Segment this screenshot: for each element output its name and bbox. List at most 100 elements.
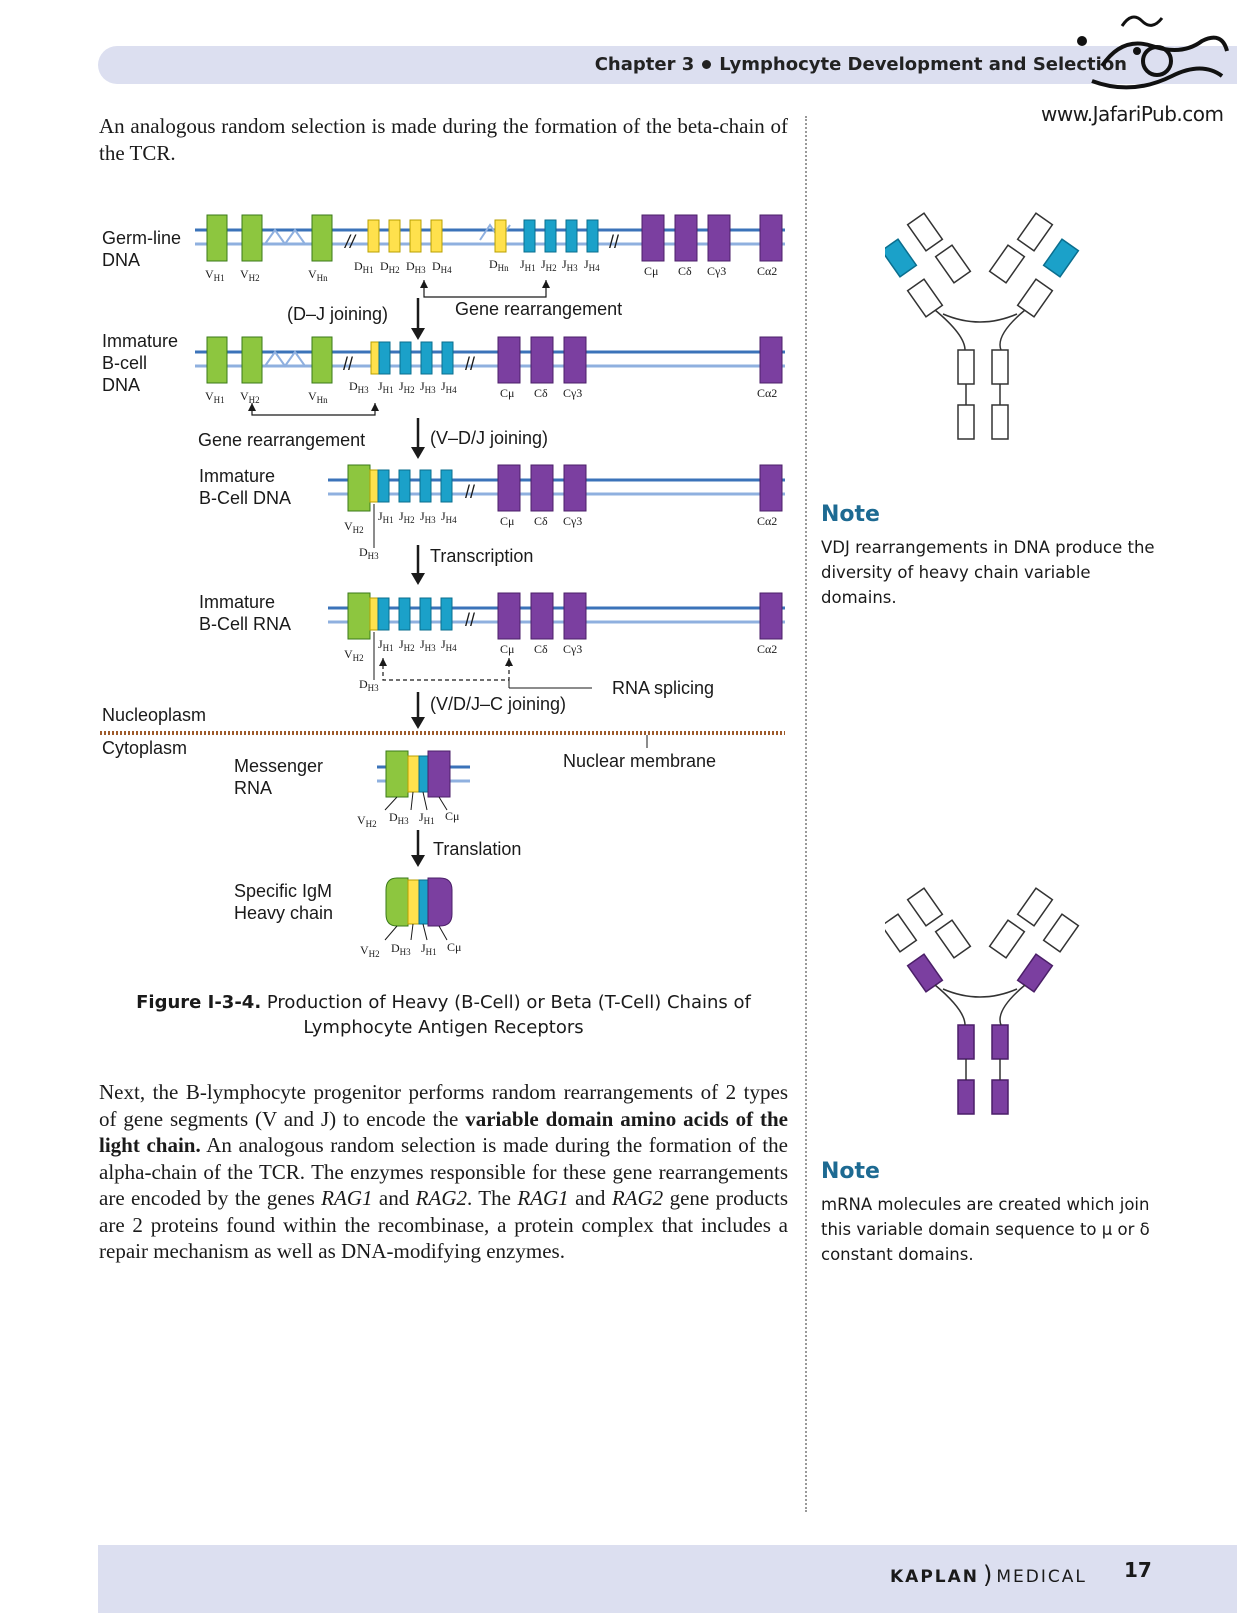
gene-rearrangement-label-1: Gene rearrangement xyxy=(455,299,622,319)
running-header: Chapter 3 Lymphocyte Development and Sele… xyxy=(98,46,1237,84)
figure-caption-text: Production of Heavy (B-Cell) or Beta (T-… xyxy=(261,992,751,1038)
chapter-title: Lymphocyte Development and Selection xyxy=(719,54,1127,75)
svg-text:JH2: JH2 xyxy=(541,257,557,273)
svg-text:Cμ: Cμ xyxy=(500,386,514,400)
svg-text:DH3: DH3 xyxy=(391,941,411,957)
svg-text:DH3: DH3 xyxy=(406,259,426,275)
svg-text:JH3: JH3 xyxy=(562,257,578,273)
svg-text://: // xyxy=(465,354,475,374)
note-1-text: VDJ rearrangements in DNA produce the di… xyxy=(821,538,1155,607)
svg-text:Immature: Immature xyxy=(199,592,275,612)
note-2-title: Note xyxy=(821,1159,880,1184)
svg-text://: // xyxy=(465,482,475,502)
svg-text:JH3: JH3 xyxy=(420,509,436,525)
svg-text:DH3: DH3 xyxy=(349,379,369,395)
gene-rearrangement-label-2: Gene rearrangement xyxy=(198,430,365,450)
figure-number: Figure I-3-4. xyxy=(136,992,262,1013)
svg-text:VH1: VH1 xyxy=(205,389,225,405)
svg-text:Cδ: Cδ xyxy=(534,386,548,400)
svg-text:VH2: VH2 xyxy=(360,943,380,959)
svg-text:DH4: DH4 xyxy=(432,259,452,275)
svg-text://: // xyxy=(343,354,353,374)
svg-text:Cγ3: Cγ3 xyxy=(563,386,582,400)
dj-joining-label: (D–J joining) xyxy=(287,304,388,324)
svg-text:B-Cell RNA: B-Cell RNA xyxy=(199,614,291,634)
antibody-diagram-variable-icon xyxy=(885,212,1080,440)
immature-bcell-dna2-row: // Immature B-Cell DNA VH2 DH3 JH1 JH2 J… xyxy=(199,464,785,561)
svg-text:DNA: DNA xyxy=(102,375,140,395)
nucleoplasm-label: Nucleoplasm xyxy=(102,705,206,725)
svg-text:Cδ: Cδ xyxy=(534,642,548,656)
svg-text:B-cell: B-cell xyxy=(102,353,147,373)
column-divider xyxy=(805,116,807,1512)
svg-text:JH2: JH2 xyxy=(399,379,415,395)
antibody-diagram-constant-icon xyxy=(885,887,1080,1115)
svg-text:JH1: JH1 xyxy=(421,941,437,957)
svg-text:JH1: JH1 xyxy=(520,257,536,273)
svg-text://: // xyxy=(609,232,619,252)
svg-text:Cμ: Cμ xyxy=(445,809,459,823)
svg-text:JH3: JH3 xyxy=(420,379,436,395)
svg-text:DH3: DH3 xyxy=(359,545,379,561)
svg-text:DHn: DHn xyxy=(489,257,509,273)
svg-text:DH3: DH3 xyxy=(359,677,379,693)
svg-text:Cγ3: Cγ3 xyxy=(563,642,582,656)
messenger-rna-label-1: Messenger xyxy=(234,756,323,776)
messenger-rna-label-2: RNA xyxy=(234,778,272,798)
svg-text:JH2: JH2 xyxy=(399,509,415,525)
svg-text:VHn: VHn xyxy=(308,389,328,405)
svg-text:JH1: JH1 xyxy=(378,637,394,653)
svg-text:JH1: JH1 xyxy=(378,379,394,395)
vdjc-joining-label: (V/D/J–C joining) xyxy=(430,694,566,714)
svg-text:Cγ3: Cγ3 xyxy=(707,264,726,278)
svg-text:Cμ: Cμ xyxy=(500,514,514,528)
igm-label-2: Heavy chain xyxy=(234,903,333,923)
nuclear-membrane-label: Nuclear membrane xyxy=(563,751,716,771)
svg-text:Immature: Immature xyxy=(102,331,178,351)
figure-caption: Figure I-3-4. Production of Heavy (B-Cel… xyxy=(99,990,788,1040)
cytoplasm-label: Cytoplasm xyxy=(102,738,187,758)
svg-text:B-Cell DNA: B-Cell DNA xyxy=(199,488,291,508)
svg-text:JH3: JH3 xyxy=(420,637,436,653)
germline-label-2: DNA xyxy=(102,250,140,270)
note-2-text: mRNA molecules are created which join th… xyxy=(821,1195,1150,1264)
svg-text:VH2: VH2 xyxy=(240,267,260,283)
svg-text:Immature: Immature xyxy=(199,466,275,486)
running-header-text: Chapter 3 Lymphocyte Development and Sele… xyxy=(595,54,1127,75)
note-1-title: Note xyxy=(821,502,880,527)
svg-text:Cγ3: Cγ3 xyxy=(563,514,582,528)
svg-text:Cα2: Cα2 xyxy=(757,264,777,278)
bullet-icon xyxy=(702,59,712,69)
messenger-rna: VH2 DH3 JH1 Cμ xyxy=(357,750,470,829)
svg-text://: // xyxy=(343,232,357,252)
site-url: www.JafariPub.com xyxy=(1041,102,1224,126)
svg-text:Cα2: Cα2 xyxy=(757,514,777,528)
svg-text:DH1: DH1 xyxy=(354,259,374,275)
svg-text:Cδ: Cδ xyxy=(534,514,548,528)
kaplan-medical-logo: KAPLAN)MEDICAL xyxy=(890,1561,1087,1589)
svg-text:VH2: VH2 xyxy=(344,647,364,663)
svg-text:Cα2: Cα2 xyxy=(757,386,777,400)
igm-label-1: Specific IgM xyxy=(234,881,332,901)
translation-label: Translation xyxy=(433,839,521,859)
svg-text:JH1: JH1 xyxy=(378,509,394,525)
svg-text://: // xyxy=(465,610,475,630)
svg-text:DH3: DH3 xyxy=(389,810,409,826)
body-paragraph-1: An analogous random selection is made du… xyxy=(99,114,788,165)
svg-text:JH2: JH2 xyxy=(399,637,415,653)
svg-text:VHn: VHn xyxy=(308,267,328,283)
gene-rearrangement-figure: // // Germ-line DNA VH1 VH2 VHn DH1 DH2 … xyxy=(100,214,785,959)
germline-dna-row: // // Germ-line DNA VH1 VH2 VHn DH1 DH2 … xyxy=(102,214,785,298)
svg-text:JH4: JH4 xyxy=(441,509,457,525)
chapter-label: Chapter 3 xyxy=(594,54,695,75)
vdj-joining-label: (V–D/J joining) xyxy=(430,428,548,448)
rna-splicing-label: RNA splicing xyxy=(612,678,714,698)
page-number: 17 xyxy=(1124,1558,1152,1582)
svg-text:Cμ: Cμ xyxy=(644,264,658,278)
svg-text:JH4: JH4 xyxy=(584,257,600,273)
svg-text:JH4: JH4 xyxy=(441,379,457,395)
publisher-logo-icon xyxy=(1077,15,1229,90)
svg-text:VH1: VH1 xyxy=(205,267,225,283)
svg-text:Cα2: Cα2 xyxy=(757,642,777,656)
svg-text:VH2: VH2 xyxy=(240,389,260,405)
